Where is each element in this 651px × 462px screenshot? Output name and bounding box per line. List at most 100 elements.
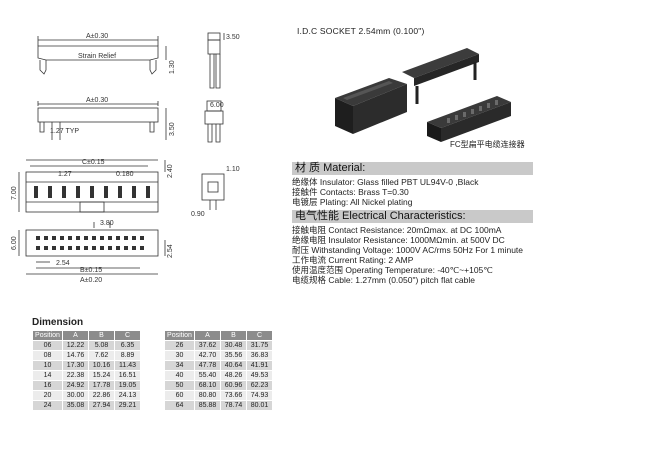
- table-cell: 17.30: [62, 360, 89, 371]
- header-cell: Position: [32, 330, 63, 341]
- spec-contact-resistance: 接触电阻 Contact Resistance: 20mΩmax. at DC …: [292, 225, 502, 235]
- dim-label-top-a: A±0.30: [86, 33, 108, 40]
- header-cell: A: [62, 330, 89, 341]
- table-cell: 31.75: [246, 340, 273, 351]
- table-cell: 22.86: [88, 390, 115, 401]
- table-cell: 7.62: [88, 350, 115, 361]
- dim-label-600: 6.00: [210, 102, 224, 109]
- table-cell: 20: [32, 390, 63, 401]
- dim-label-mid-350: 3.50: [169, 122, 176, 136]
- dim-label-0180: 0.180: [116, 171, 134, 178]
- table-cell: 16.51: [114, 370, 141, 381]
- table-cell: 80.80: [194, 390, 221, 401]
- dim-label-mid-a: A±0.30: [86, 97, 108, 104]
- strain-relief-label: Strain Relief: [78, 53, 116, 60]
- table-cell: 29.21: [114, 400, 141, 411]
- table-cell: 68.10: [194, 380, 221, 391]
- table-cell: 40.64: [220, 360, 247, 371]
- table-cell: 60: [164, 390, 195, 401]
- dim-label-b: B±0.15: [80, 267, 102, 274]
- spec-operating-temperature: 使用温度范围 Operating Temperature: -40℃~+105℃: [292, 265, 493, 275]
- spec-withstanding-voltage: 耐压 Withstanding Voltage: 1000V AC/rms 50…: [292, 245, 524, 255]
- spec-current-rating: 工作电流 Current Rating: 2 AMP: [292, 255, 414, 265]
- header-cell: B: [220, 330, 247, 341]
- table-cell: 60.96: [220, 380, 247, 391]
- table-cell: 10: [32, 360, 63, 371]
- dim-label-130: 1.30: [169, 60, 176, 74]
- table-cell: 8.89: [114, 350, 141, 361]
- table-cell: 11.43: [114, 360, 141, 371]
- table-cell: 47.78: [194, 360, 221, 371]
- table-cell: 62.23: [246, 380, 273, 391]
- dimension-title: Dimension: [32, 317, 84, 328]
- product-photo: [335, 48, 511, 142]
- table-cell: 27.94: [88, 400, 115, 411]
- technical-drawing: A±0.30 Strain Relief 3.50 1.30 A±0.30 1.…: [11, 32, 240, 284]
- dim-label-c: C±0.15: [82, 159, 105, 166]
- dim-label-127: 1.27: [58, 171, 72, 178]
- table-cell: 64: [164, 400, 195, 411]
- table-cell: 74.93: [246, 390, 273, 401]
- table-cell: 73.66: [220, 390, 247, 401]
- product-photo-caption: FC型扁平电缆连接器: [450, 140, 525, 149]
- dim-label-a020: A±0.20: [80, 277, 102, 284]
- table-cell: 24.92: [62, 380, 89, 391]
- table-cell: 78.74: [220, 400, 247, 411]
- table-cell: 30.48: [220, 340, 247, 351]
- dim-label-380: 3.80: [100, 220, 114, 227]
- table-cell: 35.56: [220, 350, 247, 361]
- table-cell: 22.38: [62, 370, 89, 381]
- table-cell: 30: [164, 350, 195, 361]
- material-insulator: 绝缘体 Insulator: Glass filled PBT UL94V-0 …: [292, 177, 479, 187]
- table-cell: 16: [32, 380, 63, 391]
- table-cell: 5.08: [88, 340, 115, 351]
- table-cell: 55.40: [194, 370, 221, 381]
- table-cell: 48.26: [220, 370, 247, 381]
- table-cell: 35.08: [62, 400, 89, 411]
- dim-label-110: 1.10: [226, 166, 240, 173]
- table-cell: 37.62: [194, 340, 221, 351]
- dim-label-350: 3.50: [226, 34, 240, 41]
- material-contacts: 接触件 Contacts: Brass T=0.30: [292, 187, 409, 197]
- product-photo-title: I.D.C SOCKET 2.54mm (0.100"): [297, 26, 425, 36]
- dim-label-254b: 2.54: [167, 244, 174, 258]
- table-header-row: Position A B C: [32, 330, 141, 341]
- material-plating: 电镀层 Plating: All Nickel plating: [292, 197, 413, 207]
- spec-insulator-resistance: 绝缘电阻 Insulator Resistance: 1000MΩmin. at…: [292, 235, 505, 245]
- header-cell: B: [88, 330, 115, 341]
- dim-label-090: 0.90: [191, 211, 205, 218]
- dim-label-600b: 6.00: [11, 236, 18, 250]
- table-cell: 30.00: [62, 390, 89, 401]
- dim-label-700: 7.00: [11, 186, 18, 200]
- electrical-heading: 电气性能 Electrical Characteristics:: [292, 210, 533, 223]
- header-cell: C: [114, 330, 141, 341]
- table-cell: 08: [32, 350, 63, 361]
- table-cell: 36.83: [246, 350, 273, 361]
- table-cell: 80.01: [246, 400, 273, 411]
- table-cell: 19.05: [114, 380, 141, 391]
- table-cell: 24.13: [114, 390, 141, 401]
- table-cell: 24: [32, 400, 63, 411]
- table-cell: 10.16: [88, 360, 115, 371]
- table-cell: 17.78: [88, 380, 115, 391]
- table-cell: 34: [164, 360, 195, 371]
- table-cell: 40: [164, 370, 195, 381]
- table-cell: 41.91: [246, 360, 273, 371]
- table-cell: 50: [164, 380, 195, 391]
- table-cell: 42.70: [194, 350, 221, 361]
